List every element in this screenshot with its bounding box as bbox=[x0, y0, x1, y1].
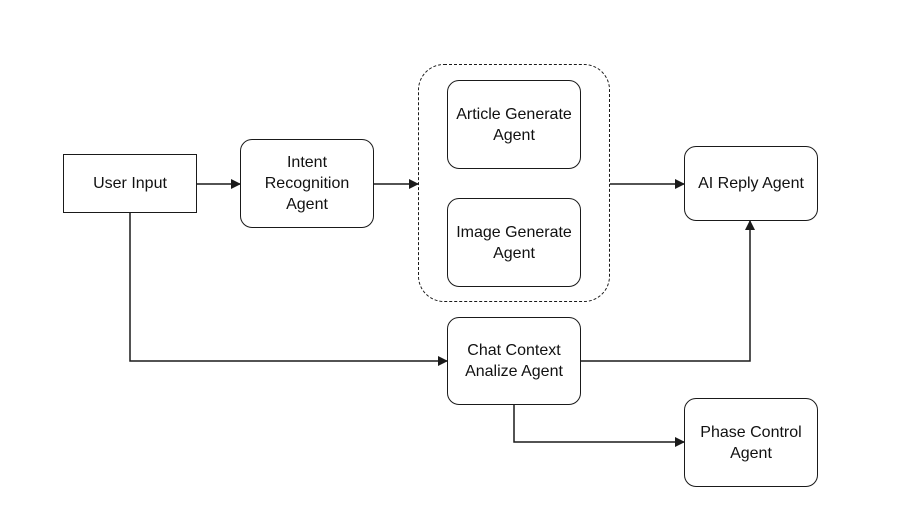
image-generate-agent-label: Image Generate Agent bbox=[456, 223, 572, 262]
ai-reply-agent-node[interactable]: AI Reply Agent bbox=[684, 146, 818, 221]
phase-control-agent-label: Phase Control Agent bbox=[700, 423, 802, 462]
arrow-chat-context-to-phase-control bbox=[513, 405, 685, 447]
chat-context-analize-agent-node[interactable]: Chat Context Analize Agent bbox=[447, 317, 581, 405]
chat-context-analize-agent-label: Chat Context Analize Agent bbox=[465, 342, 563, 380]
image-generate-agent-node[interactable]: Image Generate Agent bbox=[447, 198, 581, 287]
intent-recognition-agent-node[interactable]: Intent Recognition Agent bbox=[240, 139, 374, 228]
user-input-label: User Input bbox=[93, 175, 167, 192]
user-input-node[interactable]: User Input bbox=[63, 154, 197, 213]
generator-agents-group bbox=[418, 64, 610, 302]
ai-reply-agent-label: AI Reply Agent bbox=[698, 175, 804, 192]
arrow-chat-context-to-ai-reply bbox=[581, 220, 755, 362]
intent-recognition-agent-label: Intent Recognition Agent bbox=[264, 154, 350, 213]
phase-control-agent-node[interactable]: Phase Control Agent bbox=[684, 398, 818, 487]
article-generate-agent-node[interactable]: Article Generate Agent bbox=[447, 80, 581, 169]
arrow-user-input-to-chat-context bbox=[129, 213, 448, 366]
article-generate-agent-label: Article Generate Agent bbox=[456, 105, 572, 144]
